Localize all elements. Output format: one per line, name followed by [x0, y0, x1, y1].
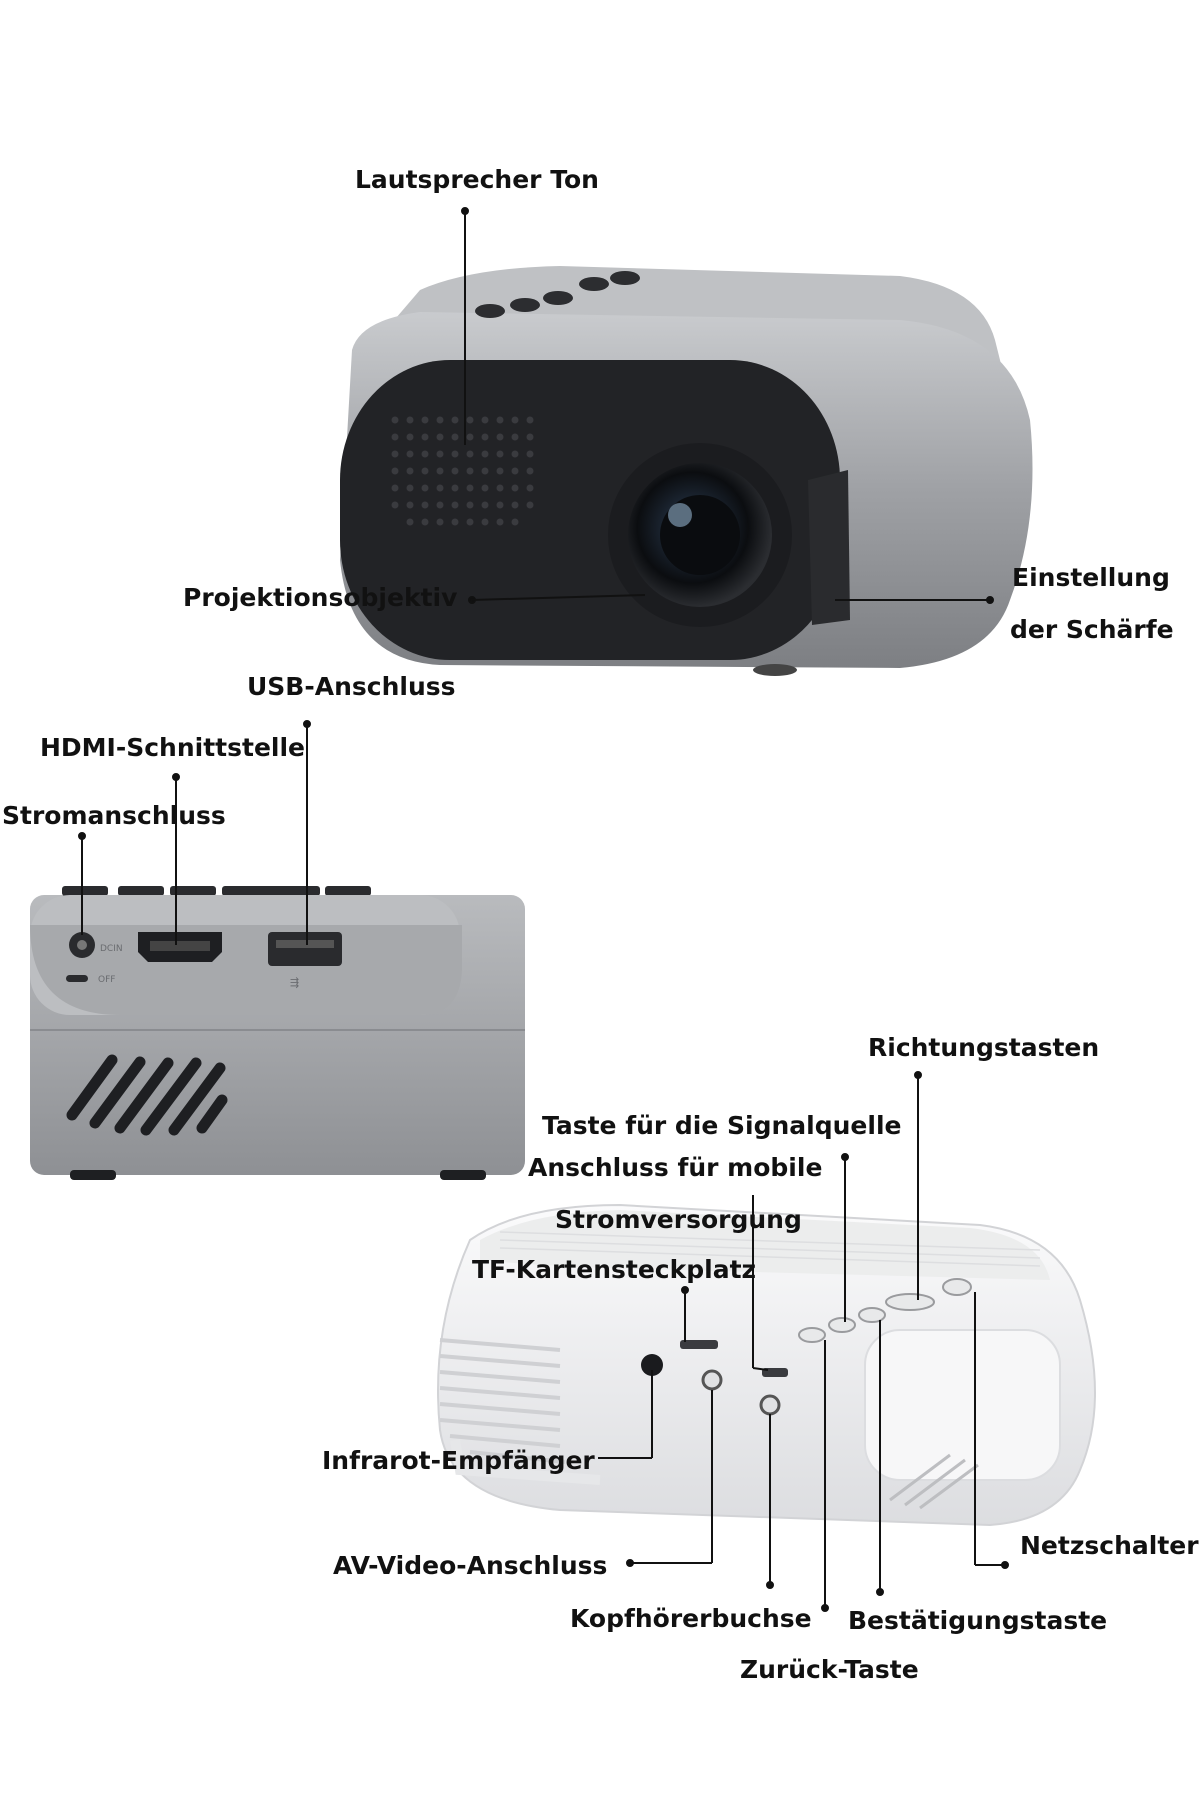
top-buttons	[475, 271, 640, 318]
label-power-switch: Netzschalter	[1020, 1531, 1199, 1560]
focus-wheel	[808, 470, 850, 625]
leader-lines	[78, 207, 1009, 1612]
side-vents	[439, 1338, 566, 1464]
label-tf-slot: TF-Kartensteckplatz	[472, 1255, 757, 1284]
top-buttons-white	[798, 1278, 972, 1343]
projector-side-view-white	[437, 1203, 1096, 1527]
label-power-port: Stromanschluss	[2, 801, 226, 830]
tf-slot	[680, 1340, 718, 1349]
label-source-key: Taste für die Signalquelle	[542, 1111, 902, 1140]
label-av-port: AV-Video-Anschluss	[333, 1551, 608, 1580]
ir-receiver	[641, 1354, 663, 1376]
projector-back-view: DCIN OFF ⇶	[30, 886, 525, 1180]
label-usb: USB-Anschluss	[247, 672, 456, 701]
label-mobile-power-2: Stromversorgung	[555, 1205, 802, 1234]
svg-text:⇶: ⇶	[290, 976, 299, 989]
vent-slots	[66, 1054, 228, 1136]
label-headphone: Kopfhörerbuchse	[570, 1604, 812, 1633]
micro-usb-port	[762, 1368, 788, 1377]
av-port	[701, 1369, 723, 1391]
label-direction-keys: Richtungstasten	[868, 1033, 1100, 1062]
label-back-key: Zurück-Taste	[740, 1655, 919, 1684]
label-speaker: Lautsprecher Ton	[355, 165, 599, 194]
label-mobile-power-1: Anschluss für mobile	[528, 1153, 823, 1182]
usb-port	[268, 932, 342, 966]
label-focus-1: Einstellung	[1012, 563, 1170, 592]
label-hdmi: HDMI-Schnittstelle	[40, 733, 306, 762]
power-switch	[66, 975, 88, 982]
off-mark: OFF	[98, 975, 115, 985]
label-focus-2: der Schärfe	[1010, 615, 1174, 644]
headphone-port	[759, 1394, 781, 1416]
label-ir-receiver: Infrarot-Empfänger	[322, 1446, 595, 1475]
projector-front-view	[340, 266, 1033, 676]
speaker-grille-dots	[391, 416, 534, 526]
label-projection-lens: Projektionsobjektiv	[183, 583, 458, 612]
label-confirm-key: Bestätigungstaste	[848, 1606, 1108, 1635]
dcin-mark: DCIN	[100, 944, 123, 954]
